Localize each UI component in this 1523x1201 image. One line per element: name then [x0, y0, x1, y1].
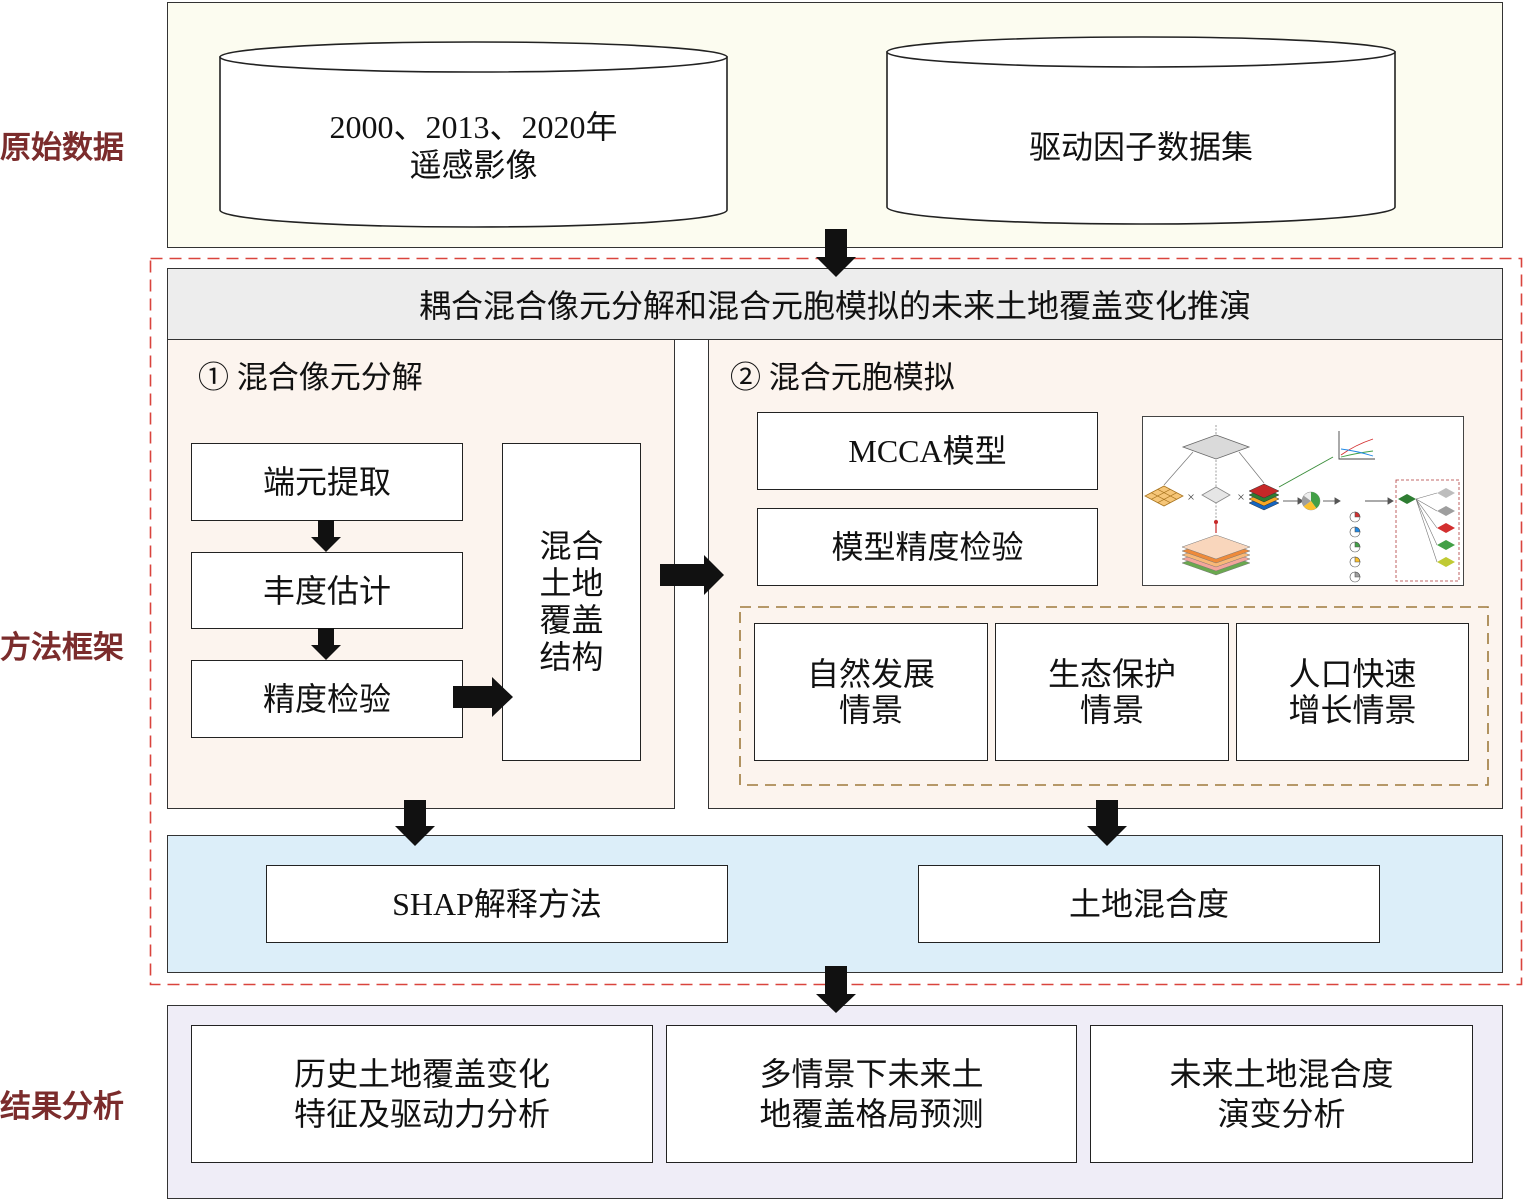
scenario-natural-development-box: 自然发展 情景 — [754, 623, 988, 761]
cell-diamond — [1201, 486, 1231, 504]
circle-wedge — [1354, 556, 1361, 563]
scenario-line: 生态保护 — [1047, 656, 1176, 692]
result-historical-change-box: 历史土地覆盖变化 特征及驱动力分析 — [191, 1025, 653, 1163]
target-cell-diamond — [1437, 540, 1455, 550]
driver-layer-stack — [1181, 534, 1251, 576]
result-line: 历史土地覆盖变化 — [293, 1056, 550, 1092]
competition-circle-icons — [1349, 511, 1361, 583]
driving-factor-dataset-label: 驱动因子数据集 — [1028, 129, 1253, 165]
cylinder-lid — [219, 41, 728, 73]
result-future-pattern-box: 多情景下未来土 地覆盖格局预测 — [666, 1025, 1077, 1163]
probability-plane — [1181, 434, 1251, 460]
scenario-ecological-protection-box: 生态保护 情景 — [995, 623, 1229, 761]
label-method-framework: 方法框架 — [0, 630, 124, 665]
target-cell-diamond — [1437, 523, 1455, 533]
label-result-analysis: 结果分析 — [0, 1089, 124, 1124]
target-cell-diamond — [1437, 506, 1455, 516]
framework-title: 耦合混合像元分解和混合元胞模拟的未来土地覆盖变化推演 — [167, 268, 1503, 340]
grid-tile — [1144, 485, 1184, 507]
flow-arrow-head — [1334, 497, 1341, 505]
mcca-model-box: MCCA模型 — [757, 412, 1098, 490]
result-line: 未来土地混合度 — [1169, 1056, 1394, 1092]
remote-sensing-database-cylinder — [219, 41, 728, 228]
chart-curve-blue — [1340, 448, 1374, 457]
cell-state-transition-box — [1395, 479, 1460, 582]
cylinder-lid — [886, 36, 1396, 68]
transition-fan-lines — [1415, 492, 1438, 563]
accuracy-assessment-box: 精度检验 — [191, 660, 463, 738]
cylinder-body — [886, 51, 1396, 225]
scenario-line: 情景 — [838, 692, 903, 728]
endmember-extraction-box: 端元提取 — [191, 443, 463, 521]
target-cell-diamond — [1437, 557, 1455, 567]
mcca-schematic-figure — [1142, 416, 1464, 586]
unmixing-heading: ① 混合像元分解 — [198, 360, 423, 395]
circle-wedge — [1354, 541, 1361, 548]
sample-pin-icon — [1214, 520, 1218, 533]
structure-line: 混合 — [539, 528, 604, 564]
shap-method-box: SHAP解释方法 — [266, 865, 728, 943]
pie-chart-icon — [1301, 491, 1321, 511]
cylinder-body — [219, 56, 728, 228]
pin-head — [1214, 520, 1218, 524]
simulation-heading: ② 混合元胞模拟 — [730, 360, 955, 395]
label-raw-data: 原始数据 — [0, 130, 124, 165]
subcell-layer-stack — [1248, 483, 1280, 511]
abundance-estimation-box: 丰度估计 — [191, 552, 463, 629]
result-line: 特征及驱动力分析 — [293, 1096, 550, 1132]
result-line: 地覆盖格局预测 — [759, 1096, 984, 1132]
mixed-land-cover-structure-box: 混合 土地 覆盖 结构 — [502, 443, 641, 761]
demand-line-chart-icon — [1338, 431, 1375, 460]
result-mixing-evolution-box: 未来土地混合度 演变分析 — [1090, 1025, 1473, 1163]
chart-curve-red — [1340, 438, 1374, 456]
circle-wedge — [1354, 526, 1361, 533]
mcca-schematic-drawing — [1144, 425, 1460, 583]
circle-wedge — [1354, 571, 1361, 578]
connector-line — [1238, 451, 1265, 484]
scenario-line: 自然发展 — [806, 656, 935, 692]
scenario-line: 情景 — [1079, 692, 1144, 728]
multiply-mark — [1238, 494, 1244, 500]
land-mixing-degree-box: 土地混合度 — [918, 865, 1380, 943]
remote-sensing-title: 遥感影像 — [409, 147, 538, 183]
circle-wedge — [1354, 511, 1361, 518]
structure-line: 结构 — [539, 639, 604, 675]
model-validation-box: 模型精度检验 — [757, 508, 1098, 586]
scenario-line: 增长情景 — [1288, 692, 1417, 728]
result-line: 演变分析 — [1217, 1096, 1346, 1132]
flow-arrows — [1283, 497, 1394, 505]
cell-tile — [1201, 486, 1231, 504]
result-line: 多情景下未来土 — [759, 1056, 984, 1092]
plane-tile — [1181, 434, 1251, 460]
connector-line — [1163, 451, 1194, 486]
driving-factor-database-cylinder — [886, 36, 1396, 225]
remote-sensing-years: 2000、2013、2020年 — [329, 109, 618, 145]
scenario-rapid-population-growth-box: 人口快速 增长情景 — [1236, 623, 1469, 761]
scenario-line: 人口快速 — [1288, 656, 1417, 692]
source-cell-diamond — [1398, 494, 1416, 504]
structure-line: 土地 — [539, 565, 604, 601]
structure-line: 覆盖 — [539, 602, 604, 638]
target-cell-diamond — [1437, 488, 1455, 498]
multiply-mark — [1188, 494, 1194, 500]
flow-arrow-head — [1387, 497, 1394, 505]
remote-sensing-dataset-label: 2000、2013、2020年 遥感影像 — [220, 108, 727, 184]
neighborhood-grid — [1144, 485, 1184, 507]
coefficient-link-line — [1278, 456, 1334, 488]
